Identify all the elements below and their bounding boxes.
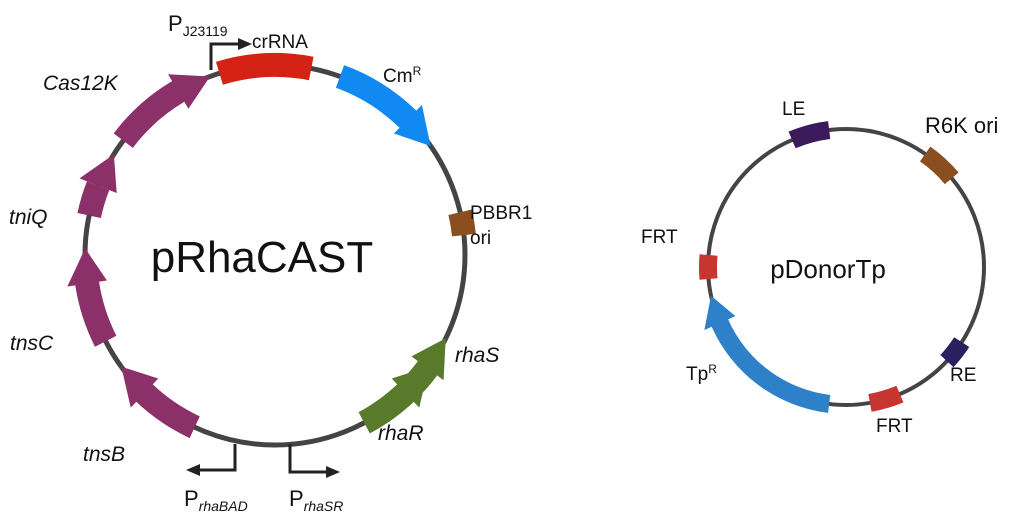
feature-label-rhas: rhaS [455,344,499,367]
feature-label-tnsc: tnsC [10,332,54,355]
promoter-prhabad: PrhaBAD [184,444,248,514]
feature-r6k-ori [919,146,959,185]
plasmid-pdonortp: pDonorTp LE R6K ori RE FRT TpR FRT [641,99,998,437]
feature-label-frt-left: FRT [641,227,678,248]
feature-tpr [704,295,831,413]
feature-tnsb [121,366,200,439]
promoter-pj23119: PJ23119 [168,11,252,70]
feature-label-rhar: rhaR [378,422,424,445]
feature-tniq [77,154,117,218]
feature-frt-bottom [868,385,904,412]
feature-label-re: RE [950,365,976,386]
feature-crrna [215,52,314,85]
feature-label-cmr: CmR [383,64,422,87]
feature-le [788,121,831,149]
promoter-prhasr: PrhaSR [288,444,343,514]
feature-label-cas12k: Cas12K [43,72,119,95]
promoter-arrow-icon [209,42,240,70]
promoter-label-prhabad: PrhaBAD [184,486,248,514]
plasmid-name: pRhaCAST [151,233,374,282]
promoter-label-prhasr: PrhaSR [289,486,343,514]
feature-cas12k [113,74,211,148]
feature-label-tpr: TpR [686,362,717,385]
promoter-label-pj23119: PJ23119 [168,11,228,39]
feature-tnsc [67,248,117,347]
feature-cmr [335,65,431,147]
feature-label-le: LE [782,99,805,120]
feature-frt-left [699,254,718,280]
promoter-arrow-icon [198,444,237,472]
feature-label-r6k-ori: R6K ori [925,113,998,138]
promoter-arrowhead-icon [186,464,200,476]
promoter-arrow-icon [288,444,328,474]
promoter-arrowhead-icon [238,38,252,50]
feature-label-frt-bottom: FRT [876,416,913,437]
feature-rhar [358,366,429,434]
feature-re [940,337,970,368]
promoter-arrowhead-icon [326,466,340,478]
feature-pbbr1-ori [448,209,476,237]
feature-label-tniq: tniQ [9,206,48,229]
feature-label-crrna: crRNA [252,32,308,53]
plasmid-name: pDonorTp [770,254,886,284]
feature-label-tnsb: tnsB [83,443,125,466]
